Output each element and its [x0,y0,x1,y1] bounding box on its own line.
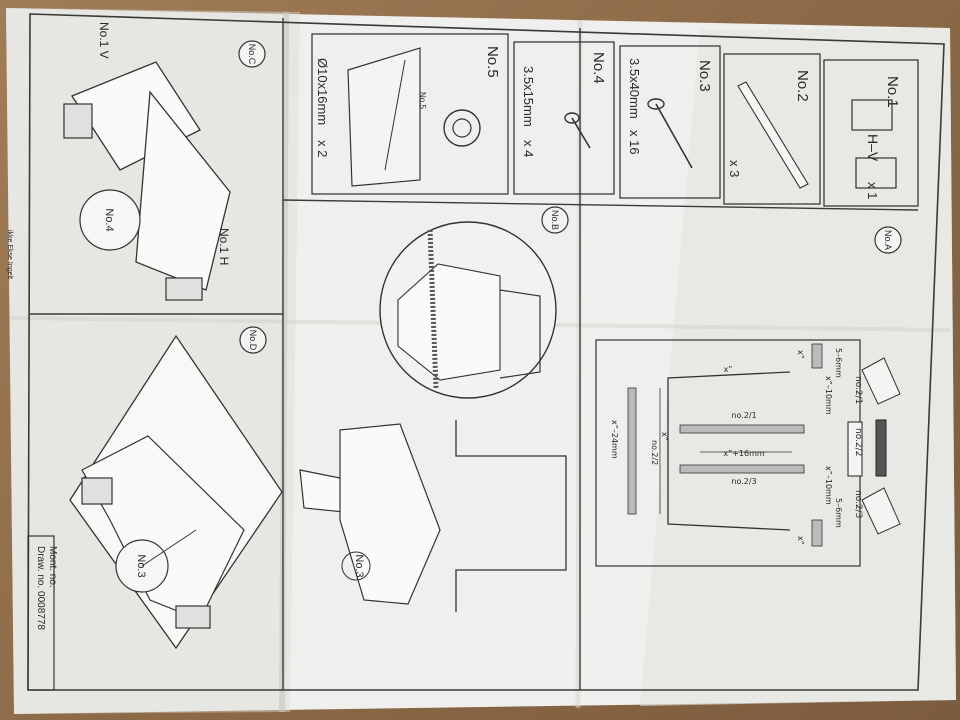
sheet-frame [27,13,945,691]
part-no5-qty: x 2 [315,140,330,157]
diagram-a-labels: no.2/1 no.2/2 no.2/3 no.2/1 no.2/3 no.2/… [610,348,863,545]
draw-no-label: Draw. no. 0008778 [35,546,46,630]
tag-no21: no.2/1 [853,376,863,404]
part-no3-title: No.3 [696,60,713,92]
dim-gap-left: 5–6mm [834,348,843,378]
step-c-callout-h: No.1 H [217,228,231,265]
svg-text:No.D: No.D [248,330,258,351]
step-c-callout-v: No.1 V [97,22,111,59]
dim-x-tall: x” [660,432,669,441]
part-no3-spec: 3.5x40mm [627,58,642,119]
part-box-no4 [513,41,615,195]
part-no5-callout: No.5 [418,92,427,109]
step-d-diagram [69,334,283,650]
part-no1-title: No.1 [884,76,901,108]
dim-plus16: x”+16mm [723,449,765,458]
part-no2-qty: x 3 [727,160,742,177]
dim-x10-right: x”–10mm [824,466,833,505]
step-c-callout-screw: No.4 [103,208,115,231]
dim-minus24: x”–24mm [610,420,619,459]
part-box-no3 [619,45,721,199]
tag-no23: no.2/3 [853,490,863,518]
part-no1-qty: x 1 [865,182,880,199]
part-box-no1 [823,59,919,207]
part-no2-title: No.2 [794,70,811,102]
parts-labels: No.1 H–V x 1 No.2 x 3 No.3 3.5x40mm x 16… [315,46,901,199]
step-b-callout: No.3 [353,554,365,577]
dim-x10-left: x”–10mm [824,376,833,415]
part-no4-qty: x 4 [521,140,536,157]
dim-x-top: x” [724,365,733,374]
step-a-badge: No.A [874,226,902,254]
title-block [27,535,55,691]
strip-no23: no.2/3 [731,477,756,486]
tag-no22: no.2/2 [853,428,863,456]
step-c-badge: No.C [238,40,266,68]
part-no4-spec: 3.5x15mm [521,66,536,127]
svg-text:No.A: No.A [883,230,893,250]
part-no1-label: H–V [865,134,881,162]
step-d-callout: No.3 [135,554,147,577]
svg-text:No.B: No.B [550,210,560,230]
mont-no-label: Mont. no. [47,546,58,588]
part-no5-title: No.5 [484,46,501,78]
strip-no21: no.2/1 [731,411,756,420]
part-no4-title: No.4 [590,52,607,84]
step-c-diagram [63,61,231,301]
svg-text:No.C: No.C [247,44,257,65]
part-box-no5 [311,33,509,195]
strip-no22: no.2/2 [650,440,659,465]
dim-gap-right: 5–6mm [834,498,843,528]
step-d-badge: No.D [239,326,267,354]
step-b-badge: No.B [541,206,569,234]
step-b-diagram [299,221,567,612]
step-a-diagram [595,339,901,567]
part-no5-spec: Ø10x16mm [315,58,330,125]
part-box-no2 [723,53,821,205]
part-no3-qty: x 16 [627,130,642,155]
dim-x-side-right: x” [796,536,805,545]
dim-x-side-left: x” [796,350,805,359]
side-note: ikke Ekse Ingelt [6,230,13,279]
